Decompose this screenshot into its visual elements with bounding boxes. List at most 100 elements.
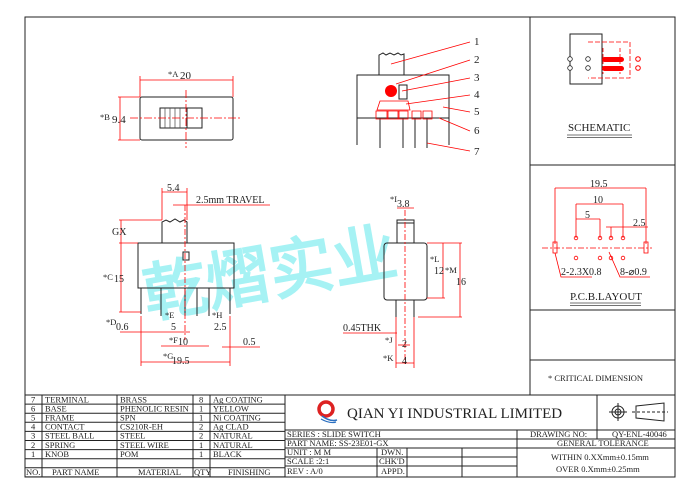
dimension-label: 10 [593,195,603,206]
bom-cell: SPRING [45,440,75,450]
dimension-label: APPD. [381,466,405,476]
bom-cell: FRAME [45,413,74,423]
bom-cell: STEEL [120,431,146,441]
bom-cell: Ni COATING [213,413,261,423]
dimension-label: 0.5 [243,337,256,348]
bom-cell: NATURAL [213,431,253,441]
bom-cell: BASE [45,403,67,413]
bom-cell: BRASS [120,394,147,404]
bom-cell: 4 [31,422,36,432]
dimension-label: *M [445,265,457,275]
dimension-label: 5 [474,106,480,118]
dimension-label: 8-⌀0.9 [620,267,647,278]
dimension-label: *D [106,317,116,327]
dimension-label: SERIES : SLIDE SWITCH [287,429,381,439]
dimension-label: 0.6 [116,322,129,333]
dimension-label: 19.5 [590,179,608,190]
dimension-label: PART NAME: SS-23E01-GX [287,438,389,448]
bom-cell: CONTACT [45,422,85,432]
dimension-label: *E [165,310,174,320]
critical-dimension-note: * CRITICAL DIMENSION [548,373,643,383]
dimension-label: QY-ENL-40046 [612,429,667,439]
bom-cell: 1 [199,403,203,413]
dimension-label: *G [163,351,173,361]
dimension-label: 0.45THK [343,323,382,334]
bom-cell: STEEL WIRE [120,440,169,450]
bom-cell: YELLOW [213,403,249,413]
drawing-frame [24,16,676,478]
dimension-label: *L [430,254,439,264]
pcb-layout-title: P.C.B.LAYOUT [570,291,642,303]
dimension-label: *K [383,353,394,363]
dimension-label: *H [212,310,222,320]
dimension-label: 2.5 [633,218,646,229]
bom-cell: 1 [31,449,35,459]
dimension-label: 3 [474,72,480,84]
bom-cell: KNOB [45,449,69,459]
dimension-label: GENERAL TOLERANCE [557,438,649,448]
projection-symbol [609,402,668,422]
dimension-label: 2 [402,339,407,350]
dimension-label: DRAWING NO: [530,429,587,439]
schematic: SCHEMATIC [567,33,641,138]
bom-cell: 5 [31,413,35,423]
dimension-label: GX [112,227,127,238]
dimension-label: 6 [474,125,480,137]
dimension-label: REV : A/0 [287,466,323,476]
dimension-label: 15 [114,274,124,285]
dimension-label: 7 [474,146,480,158]
bom-header: PART NAME [52,467,99,477]
dimension-label: *I [390,194,397,204]
title-block: QIAN YI INDUSTRIAL LIMITED SERIES : SLID… [284,395,675,477]
bom-cell: NATURAL [213,440,253,450]
bom-cell: STEEL BALL [45,431,95,441]
dimension-label: 2.5mm TRAVEL [196,195,265,206]
bom-cell: TERMINAL [45,394,89,404]
dimension-label: OVER 0.Xmm±0.25mm [556,464,640,474]
schematic-title: SCHEMATIC [568,122,630,134]
dimension-label: 2 [474,54,480,66]
dimension-label: 1 [474,36,480,48]
company-logo [317,400,338,424]
dimension-label: *B [100,112,110,122]
bom-cell: Ag COATING [213,394,263,404]
dimension-label: CHK'D [379,456,405,466]
dimension-label: 20 [180,70,192,82]
dimension-label: 5.4 [167,183,180,194]
bom-cell: 2 [199,431,203,441]
bom-cell: SPN [120,413,136,423]
dimension-label: 19.5 [172,356,190,367]
dimension-label: 12 [434,266,444,277]
bom-cell: 7 [31,394,35,404]
bom-cell: Ag CLAD [213,422,249,432]
watermark: 乾熠实业 [138,216,403,333]
dimension-label: WITHIN 0.XXmm±0.15mm [551,452,649,462]
dimension-label: 4 [402,356,407,367]
assembly-view: 1 2 3 4 5 6 7 [356,36,480,158]
bom-cell: 8 [199,394,203,404]
dimension-label: DWN. [381,447,403,457]
bom-cell: BLACK [213,449,243,459]
bom-cell: 1 [199,440,203,450]
pcb-layout: 19.5 10 5 2.5 2-2.3X0.8 8-⌀0.9 P.C.B.LAY… [542,179,652,306]
bom-header: FINISHING [228,467,271,477]
dimension-label: 9.4 [112,114,126,126]
dimension-label: UNIT : M M [287,447,331,457]
dimension-label: 5 [171,322,176,333]
dimension-label: *A [168,69,179,79]
bom-cell: 1 [199,413,203,423]
bom-cell: 3 [31,431,35,441]
dimension-label: *C [103,272,113,282]
dimension-label: 5 [585,210,590,221]
bom-cell: CS210R-EH [120,422,163,432]
bom-header: MATERIAL [138,467,181,477]
company-name: QIAN YI INDUSTRIAL LIMITED [347,406,562,422]
dimension-label: 2.5 [214,322,227,333]
bom-cell: 6 [31,403,35,413]
bom-cell: 2 [31,440,35,450]
bom-cell: 2 [199,422,203,432]
